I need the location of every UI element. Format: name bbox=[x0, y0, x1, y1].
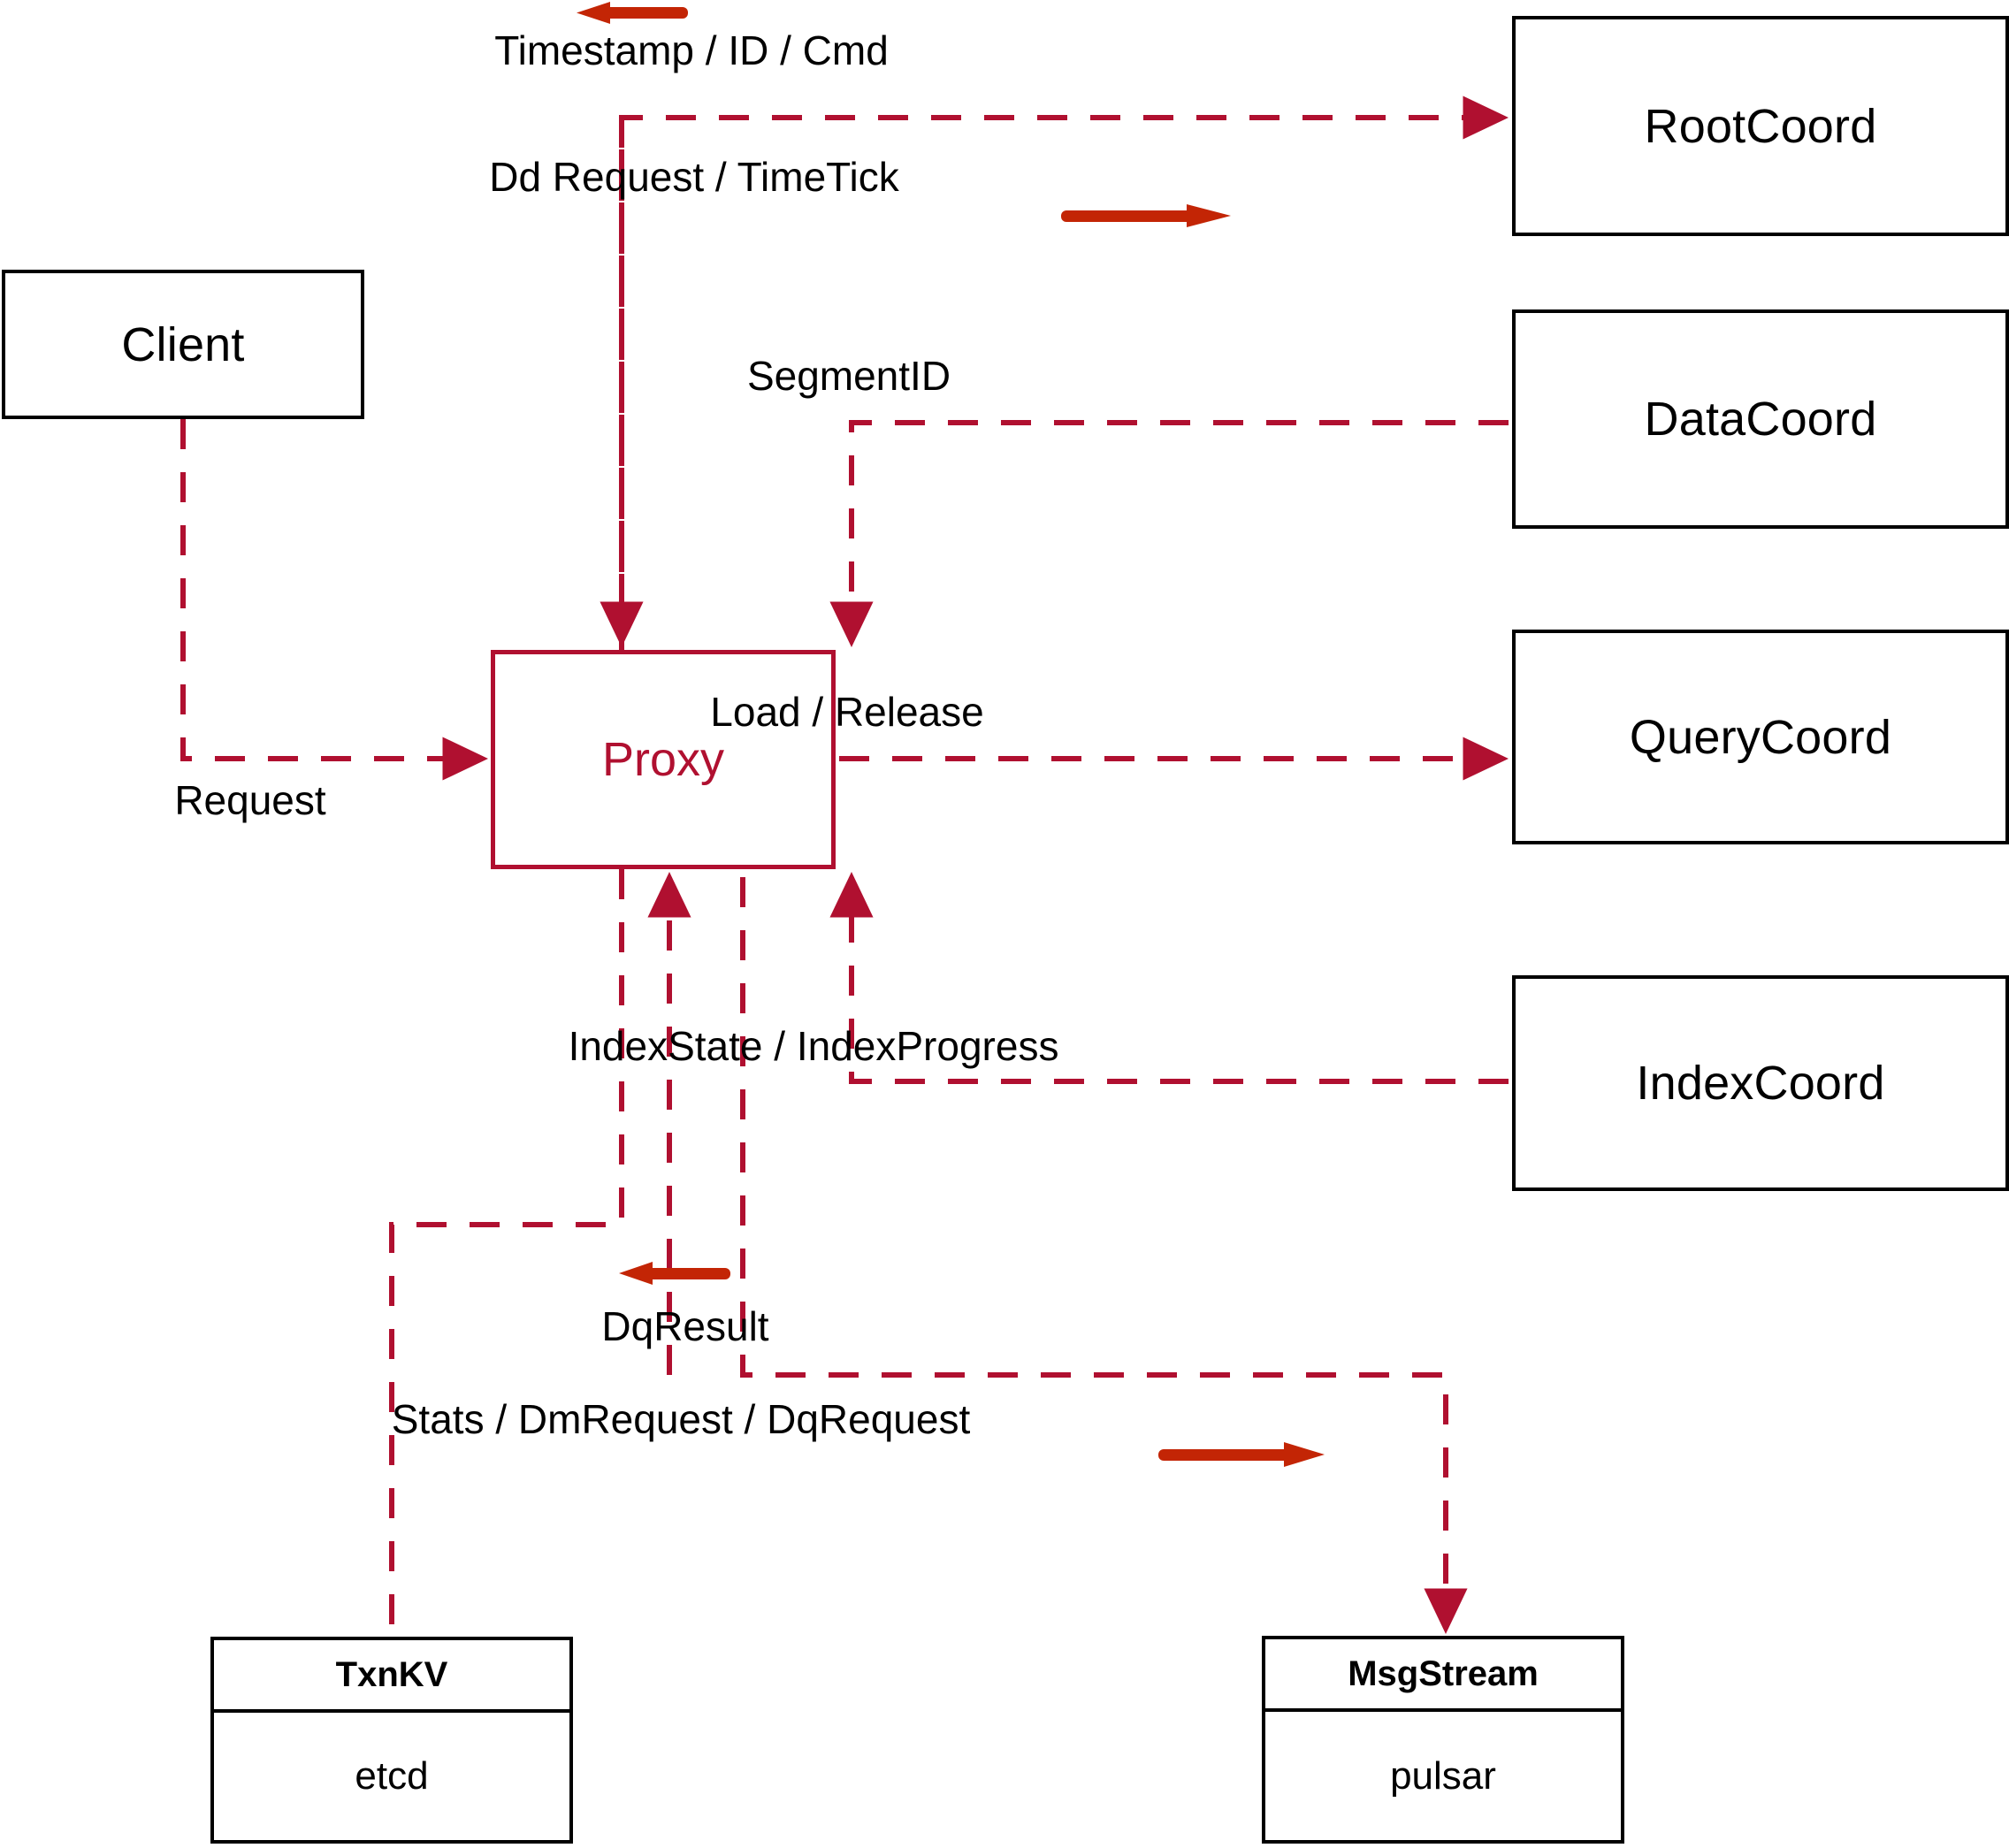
node-client[interactable]: Client bbox=[2, 270, 364, 419]
node-msgstream[interactable]: MsgStream pulsar bbox=[1262, 1636, 1624, 1844]
node-rootcoord-label: RootCoord bbox=[1644, 99, 1877, 153]
node-datacoord-label: DataCoord bbox=[1644, 393, 1877, 446]
node-indexcoord-label: IndexCoord bbox=[1636, 1057, 1885, 1110]
node-proxy-label: Proxy bbox=[601, 733, 725, 786]
node-txnkv[interactable]: TxnKV etcd bbox=[210, 1637, 573, 1844]
node-txnkv-body: etcd bbox=[355, 1754, 429, 1798]
node-datacoord[interactable]: DataCoord bbox=[1512, 309, 2009, 529]
node-rootcoord[interactable]: RootCoord bbox=[1512, 16, 2009, 236]
edge-label-dd-request-timetick: Dd Request / TimeTick bbox=[489, 154, 899, 200]
edge-label-dqresult: DqResult bbox=[601, 1303, 769, 1349]
timestamp-arrow-icon bbox=[577, 2, 688, 24]
node-txnkv-header: TxnKV bbox=[214, 1640, 569, 1713]
edge-label-stats-dmrequest-dqrequest: Stats / DmRequest / DqRequest bbox=[391, 1396, 971, 1442]
node-client-label: Client bbox=[121, 317, 245, 371]
edge-label-load-release: Load / Release bbox=[710, 689, 984, 735]
edge-label-timestamp-id-cmd: Timestamp / ID / Cmd bbox=[494, 27, 889, 73]
node-querycoord-label: QueryCoord bbox=[1629, 710, 1892, 764]
node-querycoord[interactable]: QueryCoord bbox=[1512, 630, 2009, 844]
node-proxy[interactable]: Proxy bbox=[491, 650, 836, 869]
edge-label-indexstate-indexprogress: IndexState / IndexProgress bbox=[568, 1023, 1059, 1069]
edge-label-request: Request bbox=[174, 777, 326, 823]
edge-client-to-proxy bbox=[180, 419, 489, 781]
edge-datacoord-to-proxy bbox=[829, 420, 1509, 648]
edge-label-segmentid: SegmentID bbox=[746, 353, 951, 399]
edge-indexcoord-to-proxy bbox=[829, 871, 1509, 1084]
dd-request-arrow-icon bbox=[1061, 204, 1231, 227]
dqresult-arrow-icon bbox=[619, 1262, 730, 1285]
edge-proxy-to-txnkv bbox=[389, 869, 624, 1631]
node-msgstream-header: MsgStream bbox=[1265, 1639, 1621, 1712]
edge-proxy-to-msgstream bbox=[740, 877, 1468, 1635]
node-msgstream-body: pulsar bbox=[1390, 1753, 1496, 1798]
stats-arrow-icon bbox=[1158, 1442, 1325, 1467]
node-indexcoord[interactable]: IndexCoord bbox=[1512, 975, 2009, 1191]
